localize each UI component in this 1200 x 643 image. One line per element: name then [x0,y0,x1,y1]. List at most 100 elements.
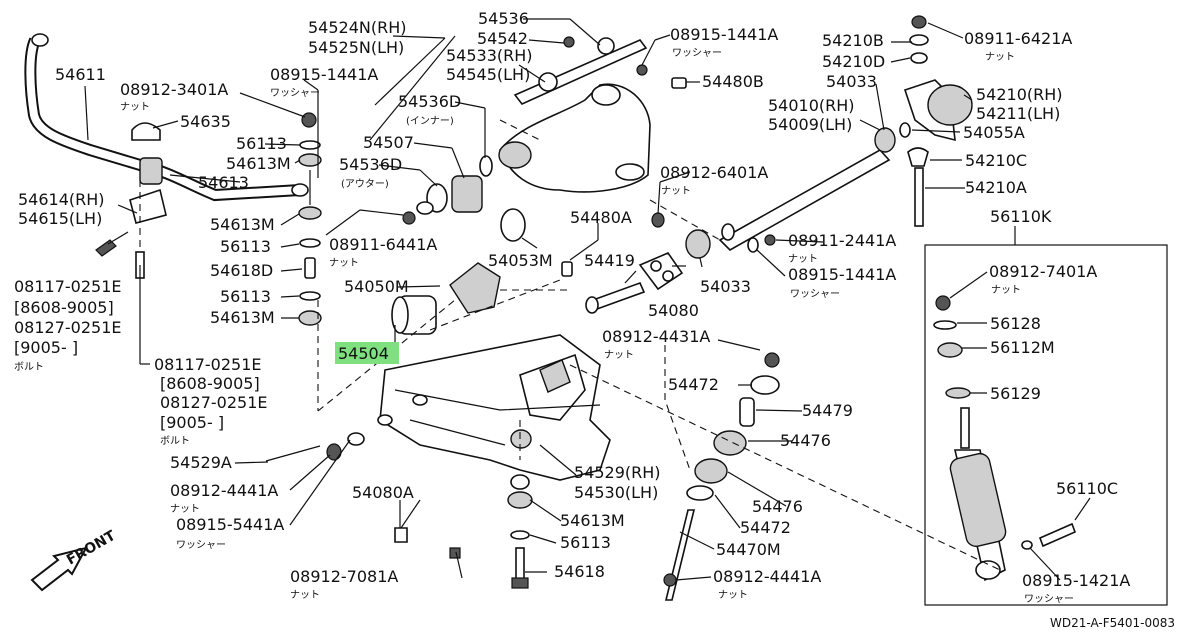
label-54480A[interactable]: 54480A [570,208,632,227]
label-54613M[interactable]: 54613M [210,215,275,234]
label-54536D[interactable]: 54536D [339,155,402,174]
label-54611[interactable]: 54611 [55,65,106,84]
label-nut: ナット [788,253,818,265]
label-08915-1441A[interactable]: 08915-1441A [788,265,896,284]
label-56110K[interactable]: 56110K [990,207,1052,226]
label-54480B[interactable]: 54480B [702,72,764,91]
label-54542[interactable]: 54542 [477,29,528,48]
label-54470M[interactable]: 54470M [716,540,781,559]
label-54476[interactable]: 54476 [752,497,803,516]
label-54545[interactable]: 54545(LH) [446,65,530,84]
label-08127-0251E[interactable]: 08127-0251E [160,393,268,412]
label-54053M[interactable]: 54053M [488,251,553,270]
label-54615LH[interactable]: 54615(LH) [18,209,102,228]
label-54614RH[interactable]: 54614(RH) [18,190,105,209]
label-08117-0251E[interactable]: 08117-0251E [154,355,262,374]
upper-arm-shaft [513,36,648,105]
label-08127-0251E[interactable]: 08127-0251E [14,318,122,337]
label-56129[interactable]: 56129 [990,384,1041,403]
label-08912-6401A[interactable]: 08912-6401A [660,163,768,182]
label-54525N[interactable]: 54525N(LH) [308,38,404,57]
label-54210C[interactable]: 54210C [965,151,1027,170]
label-08915-1441A[interactable]: 08915-1441A [270,65,378,84]
label-54507[interactable]: 54507 [363,133,414,152]
front-label: FRONT [64,528,119,569]
label-range: [8608-9005] [14,298,114,317]
shock-absorber-stack [924,244,1168,606]
label-54210RH[interactable]: 54210(RH) [976,85,1063,104]
upper-arm-bushing [402,155,493,225]
label-54080A[interactable]: 54080A [352,483,414,502]
label-54529A[interactable]: 54529A [170,453,232,472]
label-08117-0251E[interactable]: 08117-0251E [14,277,122,296]
label-08911-6421A[interactable]: 08911-6421A [964,29,1072,48]
label-54504[interactable]: 54504 [338,344,389,363]
label-08915-1441A[interactable]: 08915-1441A [670,25,778,44]
label-08912-7081A[interactable]: 08912-7081A [290,567,398,586]
label-08915-5441A[interactable]: 08915-5441A [176,515,284,534]
label-54055A[interactable]: 54055A [963,123,1025,142]
assembly-guides [317,119,1001,571]
label-56113[interactable]: 56113 [560,533,611,552]
label-54479[interactable]: 54479 [802,401,853,420]
front-arrow-icon [30,546,88,592]
label-inner: (インナー) [406,115,454,127]
lower-arm-shaft [561,212,684,314]
label-outer: (アウター) [341,178,389,190]
label-54472[interactable]: 54472 [668,375,719,394]
leader-lines [84,18,1091,581]
label-54613M[interactable]: 54613M [210,308,275,327]
label-washer: ワッシャー [790,289,840,300]
label-08912-3401A[interactable]: 08912-3401A [120,80,228,99]
label-54618D[interactable]: 54618D [210,261,273,280]
label-54210B[interactable]: 54210B [822,31,884,50]
label-54618[interactable]: 54618 [554,562,605,581]
label-08915-1421A[interactable]: 08915-1421A [1022,571,1130,590]
label-54533[interactable]: 54533(RH) [446,46,533,65]
label-56113[interactable]: 56113 [220,287,271,306]
label-08911-2441A[interactable]: 08911-2441A [788,231,896,250]
label-08912-4441A[interactable]: 08912-4441A [170,481,278,500]
label-nut: ナット [604,349,634,361]
label-54472[interactable]: 54472 [740,518,791,537]
label-54080[interactable]: 54080 [648,301,699,320]
label-nut: ナット [329,257,359,269]
label-08911-6441A[interactable]: 08911-6441A [329,235,437,254]
label-54476[interactable]: 54476 [780,431,831,450]
label-54211LH[interactable]: 54211(LH) [976,104,1060,123]
label-08912-4431A[interactable]: 08912-4431A [602,327,710,346]
label-54536[interactable]: 54536 [478,9,529,28]
crossmember-mount-stack [507,474,533,589]
label-54009LH[interactable]: 54009(LH) [768,115,852,134]
label-56113[interactable]: 56113 [236,134,287,153]
label-54050M[interactable]: 54050M [344,277,409,296]
label-54524N[interactable]: 54524N(RH) [308,18,407,37]
upper-control-arm [498,83,651,193]
label-56112M[interactable]: 56112M [990,338,1055,357]
label-54635[interactable]: 54635 [180,112,231,131]
label-56128[interactable]: 56128 [990,314,1041,333]
label-54010RH[interactable]: 54010(RH) [768,96,855,115]
label-56110C[interactable]: 56110C [1056,479,1118,498]
label-nut: ナット [120,101,150,113]
stabilizer-bracket-bolt [95,231,145,279]
label-56113[interactable]: 56113 [220,237,271,256]
label-54210A[interactable]: 54210A [965,178,1027,197]
label-54210D[interactable]: 54210D [822,52,885,71]
label-08912-7401A[interactable]: 08912-7401A [989,262,1097,281]
label-54033[interactable]: 54033 [700,277,751,296]
label-08912-4441A[interactable]: 08912-4441A [713,567,821,586]
label-54530LH[interactable]: 54530(LH) [574,483,658,502]
label-54613M[interactable]: 54613M [560,511,625,530]
label-54536D[interactable]: 54536D [398,92,461,111]
label-54419[interactable]: 54419 [584,251,635,270]
bump-stopper [391,208,526,335]
label-washer: ワッシャー [270,88,320,99]
label-54613[interactable]: 54613 [198,173,249,192]
upper-arm-bolt [636,64,687,89]
label-54033[interactable]: 54033 [826,72,877,91]
label-54613M[interactable]: 54613M [226,154,291,173]
stabilizer-link-stack [298,112,322,326]
label-54529RH[interactable]: 54529(RH) [574,463,661,482]
